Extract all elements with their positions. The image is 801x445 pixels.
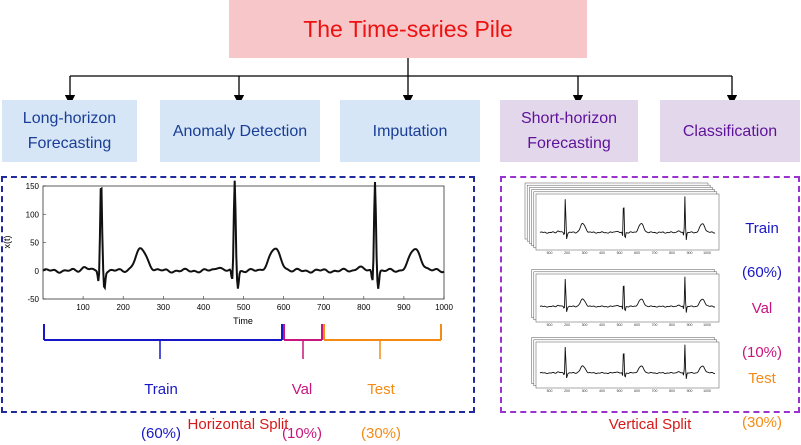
title-box: The Time-series Pile (229, 0, 587, 58)
split-name: Train (745, 220, 779, 237)
connector-lines (64, 58, 738, 100)
mini-tick-label: 500 (617, 389, 623, 393)
task-label: Short-horizon Forecasting (520, 110, 618, 152)
val-bracket (283, 324, 323, 359)
y-tick-label: -50 (27, 295, 39, 304)
split-name: Train (144, 381, 178, 398)
mini-tick-label: 400 (599, 323, 605, 327)
mini-tick-label: 500 (617, 323, 623, 327)
mini-tick-label: 300 (582, 323, 588, 327)
x-tick-label: 800 (357, 303, 371, 312)
mini-tick-label: 600 (634, 323, 640, 327)
task-anomaly-detection: Anomaly Detection (160, 100, 320, 162)
x-axis-label: Time (233, 316, 253, 326)
mini-tick-label: 900 (687, 251, 693, 255)
mini-tick-label: 600 (634, 251, 640, 255)
x-tick-label: 600 (277, 303, 291, 312)
test-bracket (323, 324, 442, 359)
x-tick-labels: 100 200 300 400 500 600 700 800 900 1000 (76, 296, 453, 312)
split-name: Val (751, 300, 773, 317)
mini-plot-frame (535, 193, 720, 251)
split-pct: (10%) (281, 425, 322, 442)
task-label: Anomaly Detection (172, 122, 308, 140)
x-tick-label: 300 (157, 303, 171, 312)
mini-ecg-line (539, 196, 716, 240)
y-tick-label: 0 (35, 267, 40, 276)
task-short-horizon-forecasting: Short-horizon Forecasting (500, 100, 638, 162)
mini-ecg-line (539, 344, 716, 379)
split-name: Test (367, 381, 395, 398)
ecg-signal-line (42, 180, 445, 291)
split-pct: (30%) (360, 425, 401, 442)
y-axis-label: x(t) (2, 236, 12, 249)
mini-tick-label: 500 (547, 389, 553, 393)
x-tick-label: 500 (237, 303, 251, 312)
split-pct: (10%) (741, 344, 782, 361)
x-tick-label: 900 (397, 303, 411, 312)
h-val-label: Val (10%) (272, 357, 332, 445)
mini-tick-label: 500 (547, 323, 553, 327)
h-train-label: Train (60%) (126, 357, 196, 445)
mini-tick-label: 700 (652, 251, 658, 255)
v-val-label: Val (10%) (724, 276, 800, 364)
horizontal-split-caption: Horizontal Split (187, 416, 289, 433)
x-tick-label: 700 (317, 303, 331, 312)
task-label: Imputation (372, 122, 448, 140)
mini-plot-frame (535, 341, 720, 389)
mini-tick-label: 400 (599, 389, 605, 393)
mini-tick-label: 400 (599, 251, 605, 255)
mini-tick-label: 200 (564, 323, 570, 327)
mini-tick-label: 1000 (703, 323, 711, 327)
mini-tick-label: 700 (652, 389, 658, 393)
split-pct: (30%) (741, 414, 782, 431)
mini-tick-label: 500 (617, 251, 623, 255)
h-test-label: Test (30%) (346, 357, 416, 445)
mini-tick-label: 500 (547, 251, 553, 255)
mini-tick-label: 300 (582, 251, 588, 255)
train-bracket (43, 324, 283, 359)
mini-tick-label: 600 (634, 389, 640, 393)
y-tick-label: 100 (26, 210, 40, 219)
mini-tick-label: 1000 (703, 251, 711, 255)
task-long-horizon-forecasting: Long-horizon Forecasting (2, 100, 137, 162)
mini-ecg-line (539, 276, 716, 313)
x-tick-label: 200 (117, 303, 131, 312)
split-name: Test (748, 370, 776, 387)
task-label: Classification (682, 122, 778, 140)
y-tick-label: 50 (30, 239, 39, 248)
x-tick-label: 100 (76, 303, 90, 312)
split-name: Val (291, 381, 313, 398)
task-label: Long-horizon Forecasting (22, 110, 117, 152)
ecg-stack-2: 500 200 300 400 500 600 700 800 900 1000 (531, 337, 720, 393)
mini-tick-label: 1000 (703, 389, 711, 393)
mini-tick-label: 900 (687, 323, 693, 327)
page-title: The Time-series Pile (303, 15, 513, 42)
vertical-ecg-stacks: 500 200 300 400 500 600 700 800 900 1000 500 200 300… (524, 182, 720, 393)
vertical-split-caption: Vertical Split (608, 416, 692, 433)
mini-tick-label: 800 (669, 323, 675, 327)
v-test-label: Test (30%) (724, 346, 800, 434)
mini-tick-label: 800 (669, 251, 675, 255)
mini-tick-label: 900 (687, 389, 693, 393)
x-tick-label: 400 (197, 303, 211, 312)
mini-tick-label: 800 (669, 389, 675, 393)
mini-tick-label: 300 (582, 389, 588, 393)
x-tick-label: 1000 (435, 303, 453, 312)
mini-tick-label: 200 (564, 389, 570, 393)
v-train-label: Train (60%) (724, 196, 800, 284)
task-classification: Classification (660, 100, 800, 162)
mini-tick-label: 200 (564, 251, 570, 255)
task-imputation: Imputation (340, 100, 480, 162)
mini-plot-frame (535, 273, 720, 323)
vertical-split-box (500, 176, 800, 413)
ecg-stack-1: 500 200 300 400 500 600 700 800 900 1000 (531, 269, 720, 327)
mini-tick-label: 700 (652, 323, 658, 327)
split-pct: (60%) (741, 264, 782, 281)
horizontal-split-box (1, 176, 475, 413)
split-pct: (60%) (140, 425, 181, 442)
ecg-stack-0: 500 200 300 400 500 600 700 800 900 1000 (524, 182, 720, 255)
y-tick-label: 150 (26, 182, 40, 191)
